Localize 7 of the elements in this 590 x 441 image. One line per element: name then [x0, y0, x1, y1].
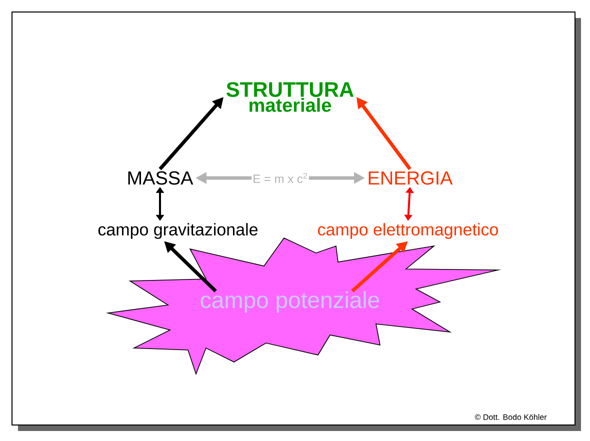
node-label: campo elettromagnetico [318, 223, 498, 239]
copyright-note: © Dott. Bodo Köhler [474, 414, 547, 420]
node-label: MASSA [128, 171, 194, 185]
edge-label: E = m x c$^{2}$ [252, 172, 309, 184]
node-label: ENERGIA [368, 171, 453, 185]
node-label: campo gravitazionale [98, 223, 258, 239]
title-text: STRUTTURA materiale [226, 82, 354, 112]
